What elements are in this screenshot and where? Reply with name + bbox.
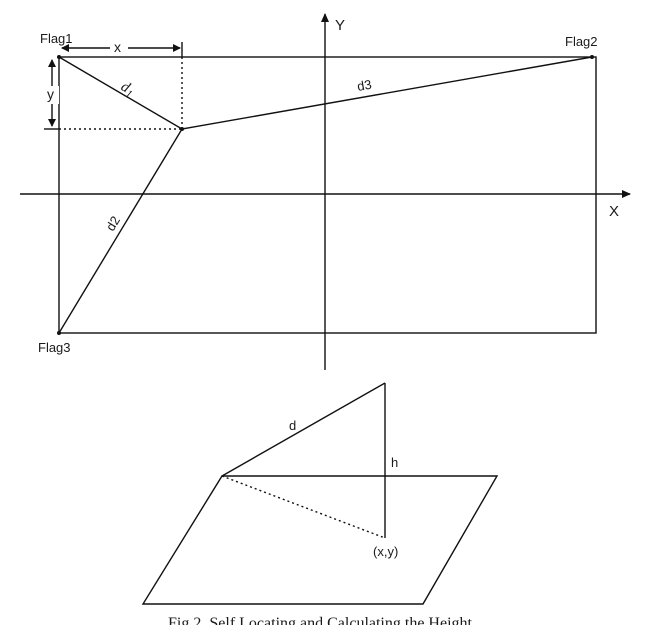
y-axis-label: Y <box>335 17 345 34</box>
y-dimension-gap <box>43 86 59 104</box>
slant-distance-line <box>221 382 386 477</box>
point-label: (x,y) <box>373 544 398 559</box>
slant-distance-label: d <box>289 418 296 433</box>
flag2-label: Flag2 <box>565 34 598 49</box>
y-dimension-label: y <box>47 86 54 102</box>
d1-line <box>58 56 183 130</box>
figure-caption: Fig.2. Self Locating and Calculating the… <box>168 615 472 625</box>
ground-plane <box>141 475 499 605</box>
flag3-marker <box>57 331 61 335</box>
ground-projection <box>221 475 386 539</box>
d3-line <box>181 56 593 130</box>
field-rectangle <box>58 56 597 334</box>
d1-label: d1 <box>117 79 137 101</box>
d3-label: d3 <box>356 77 373 94</box>
d1-subscript: 1 <box>123 88 134 101</box>
flag3-label: Flag3 <box>38 340 71 355</box>
flag1-label: Flag1 <box>40 31 73 46</box>
d2-line <box>58 128 183 334</box>
d2-label: d2 <box>103 213 123 233</box>
flag2-marker <box>590 55 594 59</box>
x-axis-label: X <box>609 203 619 220</box>
x-dimension-label: x <box>114 39 121 55</box>
position-marker <box>180 127 184 131</box>
x-dimension-gap <box>110 38 128 56</box>
flag1-marker <box>57 55 61 59</box>
height-label: h <box>391 455 398 470</box>
